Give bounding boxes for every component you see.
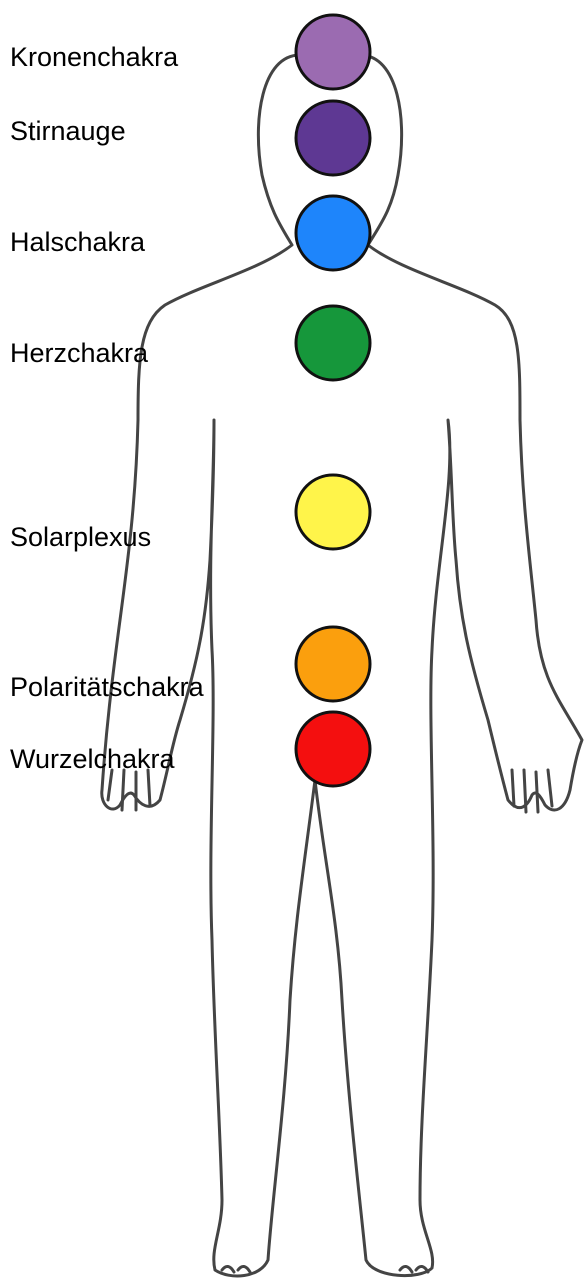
- chakra-heart-circle: [296, 306, 370, 380]
- label-solarplexus: Solarplexus: [10, 524, 151, 551]
- label-herzchakra: Herzchakra: [10, 340, 148, 367]
- label-wurzelchakra: Wurzelchakra: [10, 746, 175, 773]
- chakra-sacral-circle: [296, 627, 370, 701]
- chakra-third-eye-circle: [296, 101, 370, 175]
- chakra-root-circle: [296, 712, 370, 786]
- left-toes: [222, 1266, 250, 1272]
- label-stirnauge: Stirnauge: [10, 118, 126, 145]
- chakra-crown-circle: [296, 15, 370, 89]
- label-kronenchakra: Kronenchakra: [10, 44, 178, 71]
- label-halschakra: Halschakra: [10, 229, 145, 256]
- chakra-throat-circle: [296, 196, 370, 270]
- label-polaritaetschakra: Polaritätschakra: [10, 674, 204, 701]
- chakra-solar-plexus-circle: [296, 475, 370, 549]
